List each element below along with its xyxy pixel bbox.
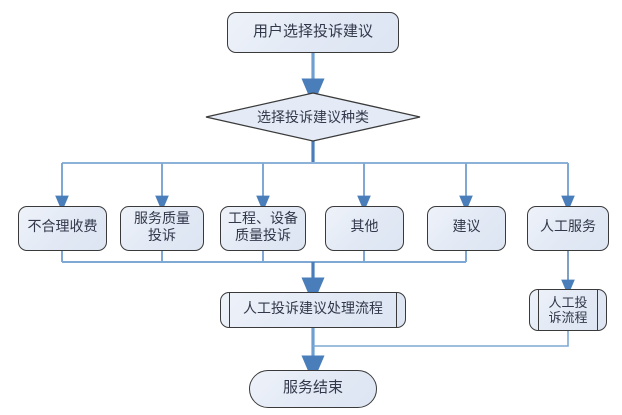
node-end-label: 服务结束 xyxy=(282,380,343,397)
node-option-2[interactable]: 服务质量 投诉 xyxy=(120,206,204,251)
node-process-manual-label: 人工投 诉流程 xyxy=(548,294,588,325)
process-bar-right xyxy=(395,293,397,327)
node-option-6-label: 人工服务 xyxy=(540,220,596,236)
node-option-5-label: 建议 xyxy=(452,220,481,236)
node-option-1[interactable]: 不合理收费 xyxy=(18,206,107,251)
node-process-main-label: 人工投诉建议处理流程 xyxy=(243,301,383,317)
diamond-shape xyxy=(205,92,421,142)
node-decision[interactable]: 选择投诉建议种类 xyxy=(205,92,421,142)
node-option-4[interactable]: 其他 xyxy=(325,206,404,251)
node-option-3[interactable]: 工程、设备 质量投诉 xyxy=(220,206,306,251)
node-process-manual[interactable]: 人工投 诉流程 xyxy=(529,289,607,331)
process-manual-bar-left xyxy=(538,290,540,330)
node-option-6[interactable]: 人工服务 xyxy=(527,206,609,251)
node-option-3-label: 工程、设备 质量投诉 xyxy=(228,211,298,244)
node-option-5[interactable]: 建议 xyxy=(427,206,506,251)
node-process-main[interactable]: 人工投诉建议处理流程 xyxy=(220,292,406,328)
process-manual-bar-right xyxy=(596,290,598,330)
node-option-4-label: 其他 xyxy=(350,220,379,236)
node-decision-label: 选择投诉建议种类 xyxy=(257,111,369,126)
node-end[interactable]: 服务结束 xyxy=(249,370,377,408)
node-start-label: 用户选择投诉建议 xyxy=(252,23,373,40)
node-option-2-label: 服务质量 投诉 xyxy=(134,211,190,244)
node-start[interactable]: 用户选择投诉建议 xyxy=(227,12,399,53)
process-bar-left xyxy=(229,293,231,327)
node-option-1-label: 不合理收费 xyxy=(27,220,98,236)
edge-process-manual-to-end xyxy=(313,331,569,347)
